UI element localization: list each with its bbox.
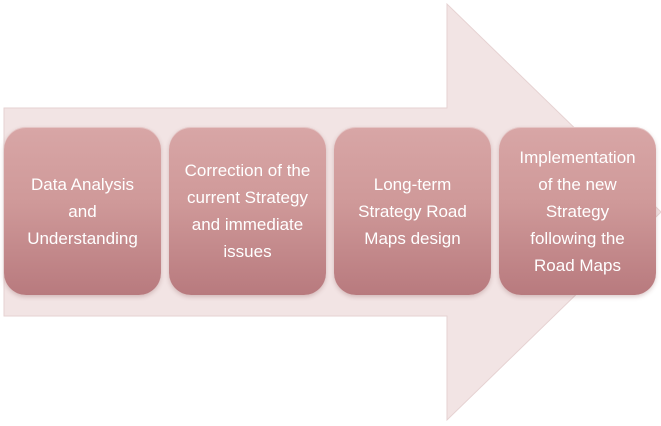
step-implementation: Implementation of the new Strategy follo… xyxy=(499,127,656,295)
step-label: Data Analysis and Understanding xyxy=(27,174,138,248)
step-data-analysis: Data Analysis and Understanding xyxy=(4,127,161,295)
step-label: Correction of the current Strategy and i… xyxy=(184,161,311,261)
step-label: Implementation of the new Strategy follo… xyxy=(519,147,636,275)
step-label: Long-term Strategy Road Maps design xyxy=(358,174,467,248)
step-strategy-correction: Correction of the current Strategy and i… xyxy=(169,127,326,295)
step-road-maps-design: Long-term Strategy Road Maps design xyxy=(334,127,491,295)
